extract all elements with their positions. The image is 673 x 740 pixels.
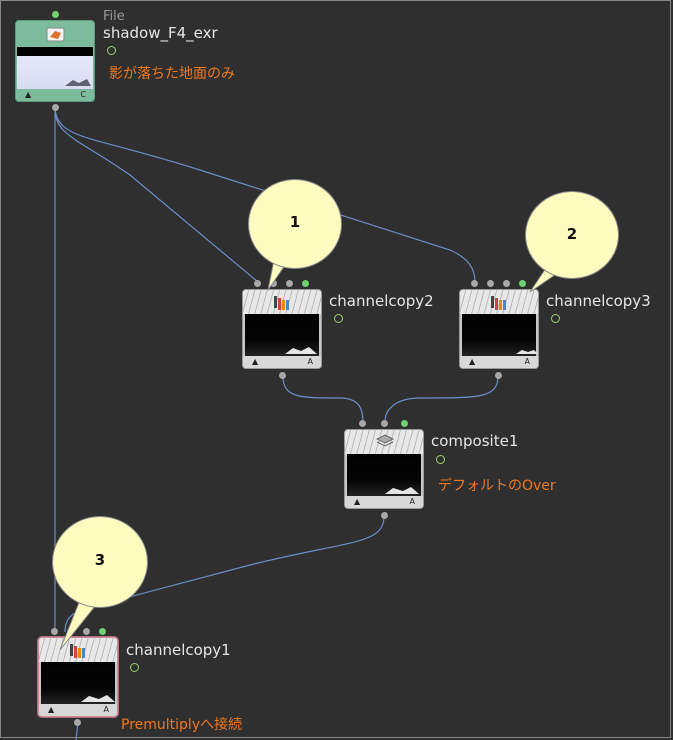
wire-cc3-comp	[384, 375, 499, 423]
node-name: shadow_F4_exr	[103, 24, 218, 42]
wire-comp-cc1	[64, 515, 385, 633]
input-port[interactable]	[270, 280, 277, 287]
input-port[interactable]	[51, 628, 58, 635]
callout-bubble-3: 3	[52, 516, 148, 608]
output-port[interactable]	[279, 372, 286, 379]
clock-icon	[551, 314, 560, 323]
file-node-shadow[interactable]: ▲C	[15, 20, 95, 102]
channelcopy-node-2[interactable]: ▲A	[242, 289, 322, 369]
channelcopy-icon	[274, 296, 289, 310]
thumbnail	[17, 56, 93, 91]
input-port[interactable]	[471, 280, 478, 287]
input-port[interactable]	[254, 280, 261, 287]
output-port[interactable]	[74, 719, 81, 726]
node-footer: ▲C	[16, 89, 94, 101]
output-port[interactable]	[52, 104, 59, 111]
composite-node[interactable]: ▲A	[344, 429, 424, 509]
channelcopy-icon	[491, 296, 506, 310]
input-port[interactable]	[359, 420, 366, 427]
node-name: channelcopy1	[126, 641, 231, 659]
callout-bubble-1: 1	[248, 179, 342, 269]
wire-shadow-cc2	[54, 109, 259, 283]
input-port[interactable]	[381, 420, 388, 427]
node-name: composite1	[431, 432, 519, 450]
callout-bubble-2: 2	[525, 191, 619, 279]
node-comment: デフォルトのOver	[438, 478, 556, 494]
node-type-label: File	[103, 9, 125, 24]
folder-icon	[46, 27, 65, 42]
clock-icon	[107, 46, 116, 55]
input-port[interactable]	[52, 11, 59, 18]
channelcopy-node-3[interactable]: ▲A	[459, 289, 539, 369]
input-port[interactable]	[83, 628, 90, 635]
output-port[interactable]	[495, 372, 502, 379]
node-name: channelcopy2	[329, 292, 434, 310]
clock-icon	[334, 314, 343, 323]
clock-icon	[436, 455, 445, 464]
input-port[interactable]	[302, 280, 309, 287]
wire-cc2-comp	[282, 375, 364, 423]
node-name: channelcopy3	[546, 292, 651, 310]
layers-icon	[375, 434, 395, 447]
channelcopy-node-1[interactable]: ▲A	[38, 637, 118, 717]
output-port[interactable]	[381, 512, 388, 519]
wire-shadow-cc3	[54, 109, 476, 283]
input-port[interactable]	[503, 280, 510, 287]
input-port[interactable]	[401, 420, 408, 427]
input-port[interactable]	[99, 628, 106, 635]
node-comment: 影が落ちた地面のみ	[109, 66, 235, 82]
channelcopy-icon	[70, 644, 85, 658]
clock-icon	[130, 663, 139, 672]
input-port[interactable]	[519, 280, 526, 287]
node-comment: Premultiplyへ接続	[121, 717, 243, 733]
input-port[interactable]	[487, 280, 494, 287]
input-port[interactable]	[286, 280, 293, 287]
